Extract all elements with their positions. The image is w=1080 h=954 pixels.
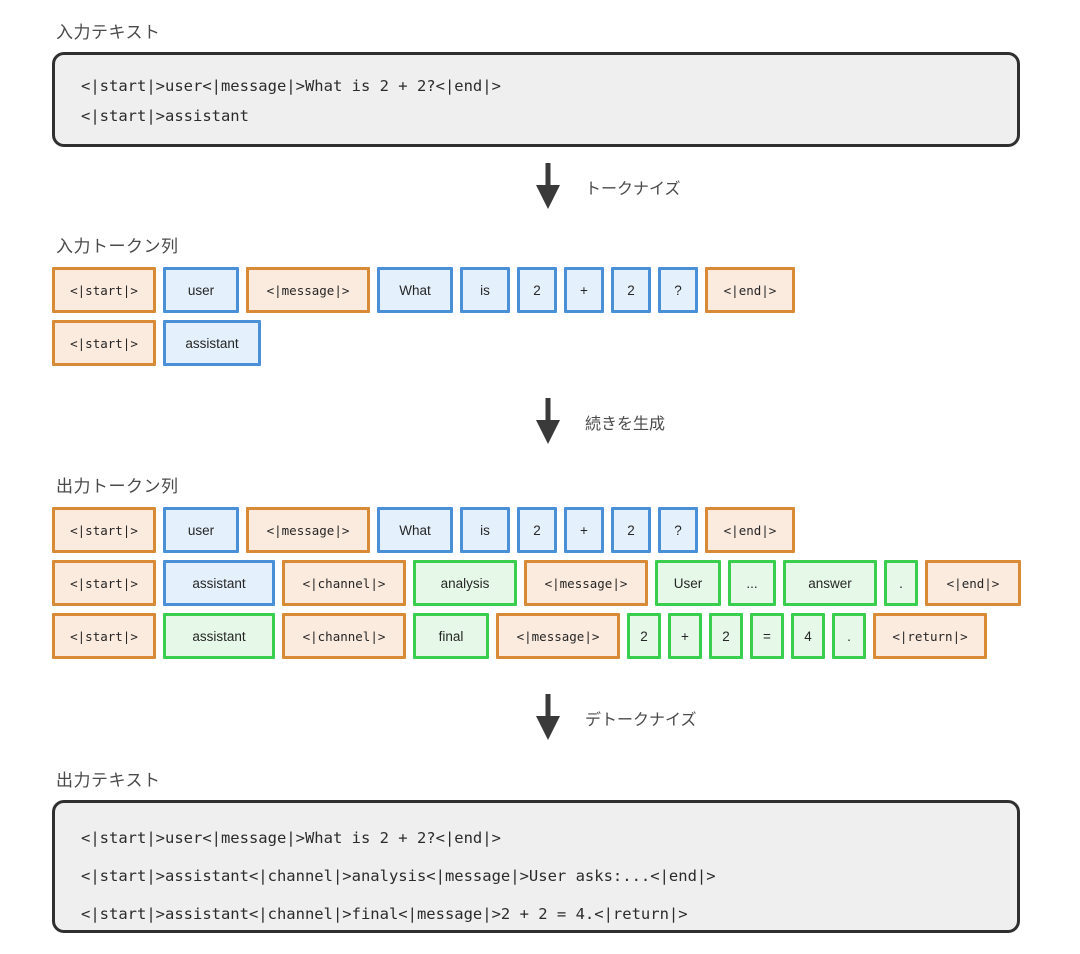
input-token-token: <|end|> [705, 267, 795, 313]
input-token-token: 2 [517, 267, 557, 313]
input-token-token: <|start|> [52, 320, 156, 366]
input-token-token: <|message|> [246, 267, 370, 313]
output-token-token: <|start|> [52, 507, 156, 553]
output-token-token: answer [783, 560, 877, 606]
arrow-detokenize-group: デトークナイズ [533, 694, 697, 742]
output-token-token: + [668, 613, 702, 659]
output-token-token: analysis [413, 560, 517, 606]
output-token-token: <|end|> [925, 560, 1021, 606]
output-token-token: <|message|> [496, 613, 620, 659]
output-token-token: = [750, 613, 784, 659]
output-token-token: ? [658, 507, 698, 553]
output-token-token: <|message|> [246, 507, 370, 553]
input-text-line: <|start|>assistant [81, 107, 249, 125]
input-token-token: What [377, 267, 453, 313]
output-token-token: final [413, 613, 489, 659]
input-token-token: 2 [611, 267, 651, 313]
input-token-token: assistant [163, 320, 261, 366]
output-token-token: 2 [611, 507, 651, 553]
input-text-panel: <|start|>user<|message|>What is 2 + 2?<|… [52, 52, 1020, 147]
input-token-token: ? [658, 267, 698, 313]
output-token-token: <|start|> [52, 560, 156, 606]
output-token-token: <|channel|> [282, 613, 406, 659]
output-token-token: ... [728, 560, 776, 606]
output-token-token: user [163, 507, 239, 553]
output-token-row: <|start|>assistant<|channel|>final<|mess… [52, 613, 1021, 659]
input-token-token: is [460, 267, 510, 313]
input-text-line: <|start|>user<|message|>What is 2 + 2?<|… [81, 77, 501, 95]
output-token-token: assistant [163, 560, 275, 606]
output-token-token: What [377, 507, 453, 553]
down-arrow-icon [536, 163, 560, 209]
output-token-token: <|end|> [705, 507, 795, 553]
output-token-token: + [564, 507, 604, 553]
input-token-token: user [163, 267, 239, 313]
output-token-token: is [460, 507, 510, 553]
output-tokens-heading: 出力トークン列 [56, 477, 179, 497]
input-tokens-heading: 入力トークン列 [56, 237, 179, 257]
output-token-token: . [884, 560, 918, 606]
output-token-token: 2 [627, 613, 661, 659]
input-token-row: <|start|>assistant [52, 320, 795, 366]
output-token-token: <|return|> [873, 613, 987, 659]
output-text-panel: <|start|>user<|message|>What is 2 + 2?<|… [52, 800, 1020, 933]
output-token-token: . [832, 613, 866, 659]
down-arrow-icon [536, 694, 560, 740]
down-arrow-icon [536, 398, 560, 444]
output-token-token: assistant [163, 613, 275, 659]
output-token-token: <|start|> [52, 613, 156, 659]
arrow-tokenize-group: トークナイズ [533, 163, 681, 211]
output-token-token: <|channel|> [282, 560, 406, 606]
arrow-generate-label: 続きを生成 [585, 414, 666, 433]
input-text-heading: 入力テキスト [56, 23, 161, 43]
input-token-token: + [564, 267, 604, 313]
output-text-line: <|start|>assistant<|channel|>final<|mess… [81, 905, 688, 923]
output-token-token: 4 [791, 613, 825, 659]
output-token-row: <|start|>assistant<|channel|>analysis<|m… [52, 560, 1021, 606]
output-token-token: 2 [517, 507, 557, 553]
arrow-detokenize-label: デトークナイズ [585, 710, 697, 729]
output-token-token: User [655, 560, 721, 606]
output-text-line: <|start|>assistant<|channel|>analysis<|m… [81, 867, 716, 885]
arrow-generate-group: 続きを生成 [533, 398, 665, 446]
output-text-line: <|start|>user<|message|>What is 2 + 2?<|… [81, 829, 501, 847]
output-token-token: <|message|> [524, 560, 648, 606]
output-text-heading: 出力テキスト [56, 771, 161, 791]
input-token-token: <|start|> [52, 267, 156, 313]
arrow-tokenize-label: トークナイズ [585, 179, 681, 198]
output-token-token: 2 [709, 613, 743, 659]
